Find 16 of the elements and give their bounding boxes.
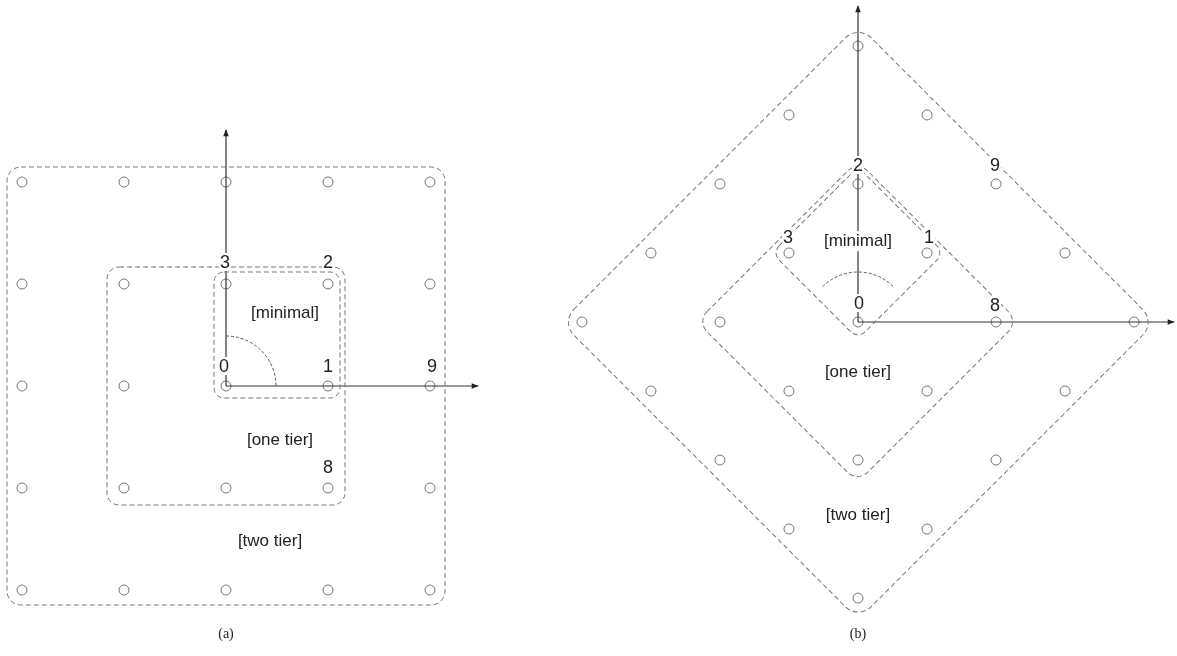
panel-caption: (b) [849,626,867,642]
panel-caption: (a) [218,626,234,642]
point-number: 3 [219,253,231,271]
point-number: 0 [218,357,230,375]
point-number: 1 [923,228,935,246]
region-label: [minimal] [249,303,321,323]
point-number: 9 [426,357,438,375]
point-number: 0 [853,294,865,312]
point-number: 8 [989,296,1001,314]
point-number: 2 [322,253,334,271]
point-number: 2 [852,156,864,174]
region-label: [two tier] [823,505,893,525]
point-number: 3 [782,228,794,246]
point-number: 1 [322,357,334,375]
point-number: 9 [989,156,1001,174]
point-number: 8 [322,458,334,476]
